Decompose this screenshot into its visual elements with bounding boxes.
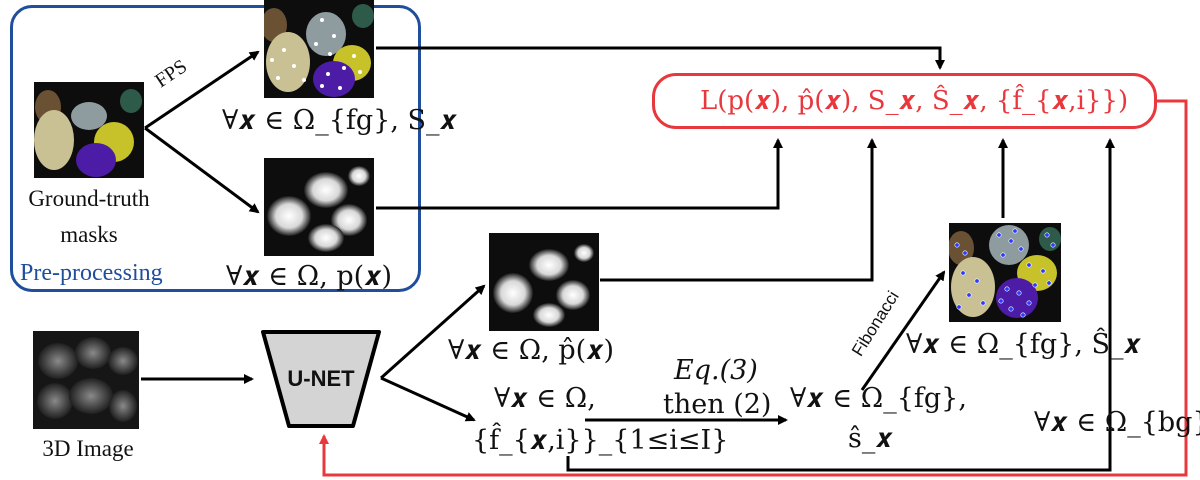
ground-truth-masks-image	[34, 82, 144, 178]
fps-samples-image	[264, 0, 374, 98]
fps-output-formula: ∀𝒙 ∈ Ω_{fg}, S_𝒙	[222, 105, 457, 136]
ground-truth-label-line1: Ground-truth	[28, 186, 150, 211]
fg-formula-line1: ∀𝒙 ∈ Ω_{fg},	[790, 383, 967, 414]
3d-image	[33, 331, 139, 429]
predicted-prob-formula: ∀𝒙 ∈ Ω, p̂(𝒙)	[448, 335, 615, 366]
bg-formula: ∀𝒙 ∈ Ω_{bg}	[1034, 407, 1200, 438]
eq-label-line1: Eq.(3)	[674, 355, 758, 386]
feature-formula-line1: ∀𝒙 ∈ Ω,	[494, 383, 596, 414]
gt-probability-map-image	[264, 158, 374, 256]
3d-image-label: 3D Image	[42, 436, 134, 461]
preprocessing-title: Pre-processing	[20, 260, 163, 286]
fibonacci-samples-image	[949, 223, 1061, 322]
unet-block	[261, 330, 381, 428]
unet-label: U-NET	[287, 366, 355, 391]
loss-box	[652, 73, 1157, 129]
gt-prob-formula: ∀𝒙 ∈ Ω, p(𝒙)	[226, 261, 393, 292]
predicted-probability-map-image	[489, 233, 599, 331]
loss-formula: L(p(𝒙), p̂(𝒙), S_𝒙, Ŝ_𝒙, {f̂_{𝒙,i}})	[700, 86, 1129, 116]
eq-label-line2: then (2)	[663, 389, 772, 420]
preprocessing-box	[10, 5, 421, 292]
fibonacci-output-formula: ∀𝒙 ∈ Ω_{fg}, Ŝ_𝒙	[906, 329, 1141, 360]
fg-formula-line2: ŝ_𝒙	[848, 423, 893, 454]
ground-truth-label-line2: masks	[60, 222, 118, 247]
feature-formula-line2: {f̂_{𝒙,i}}_{1≤i≤I}	[472, 425, 729, 456]
